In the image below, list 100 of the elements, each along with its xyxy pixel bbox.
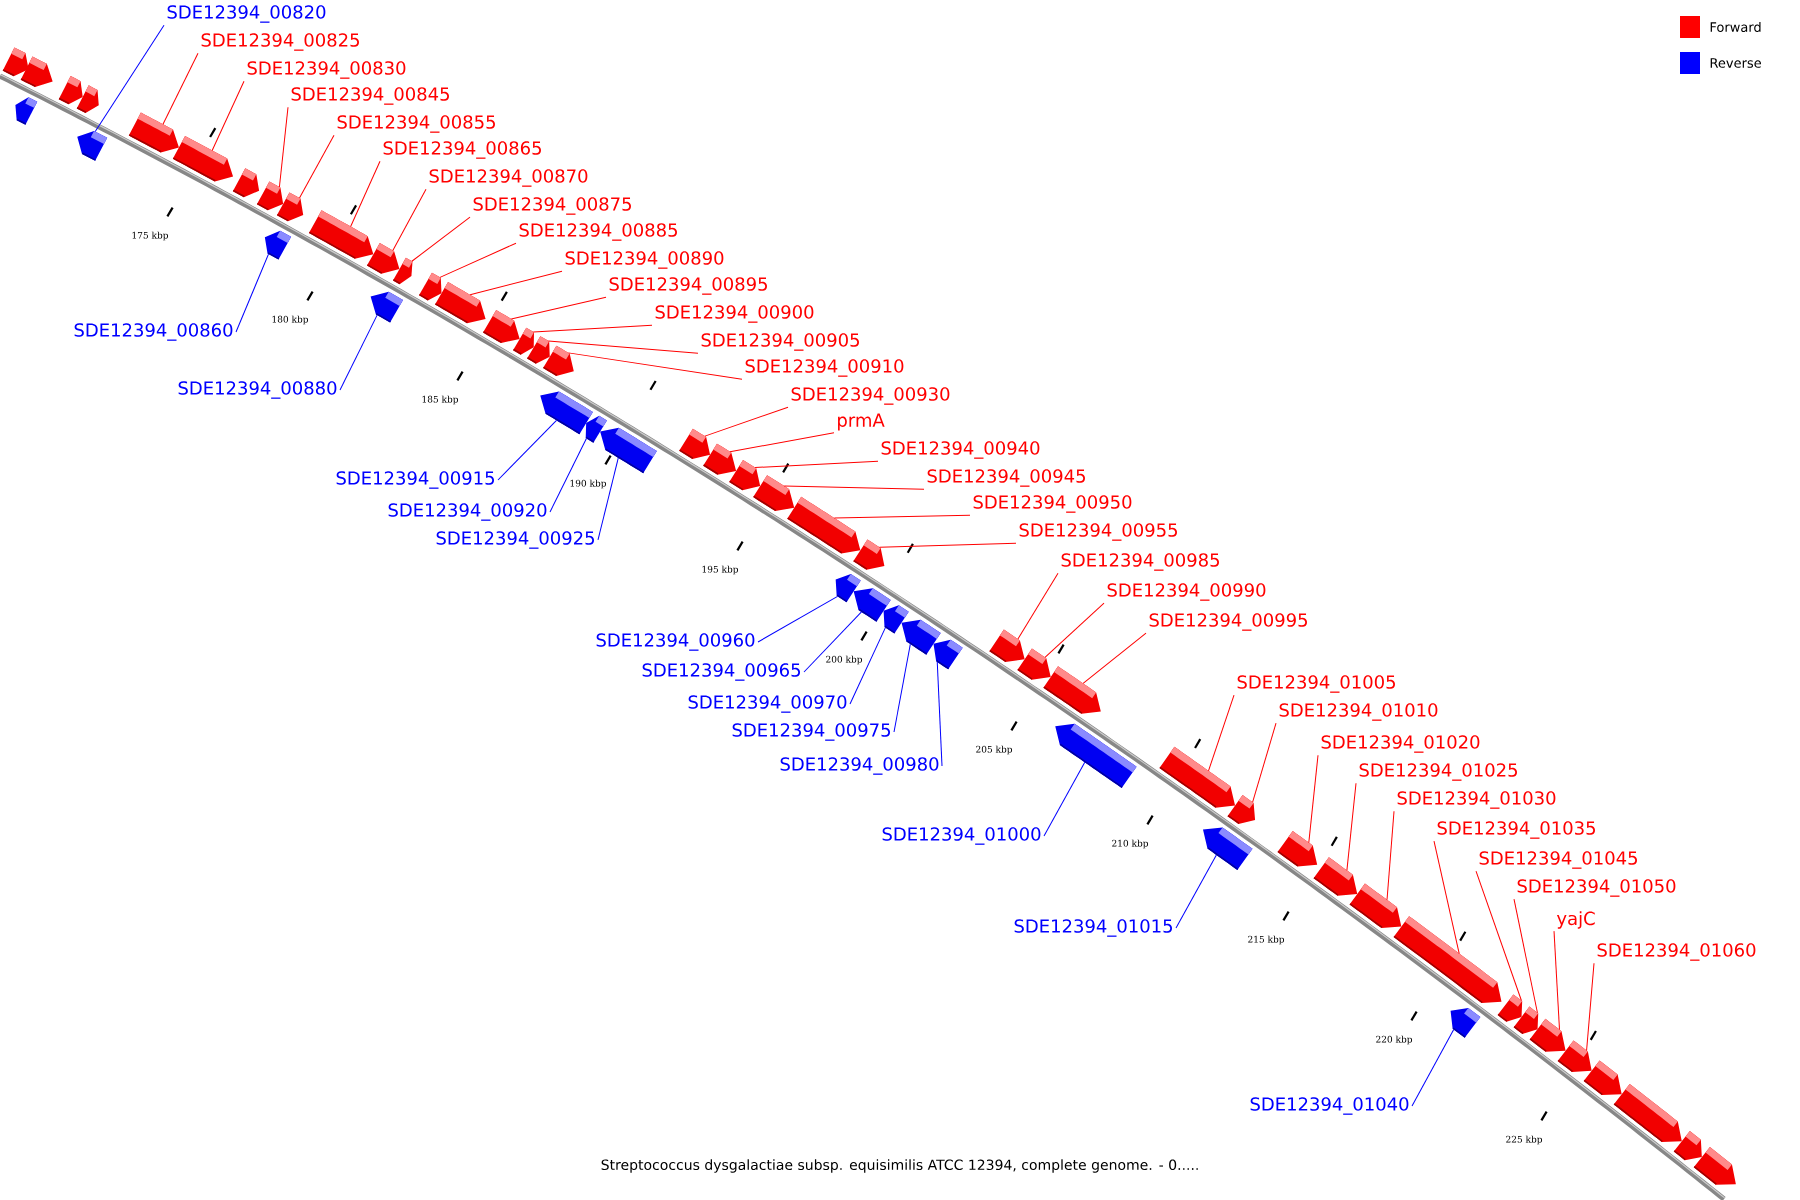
- gene-label: yajC: [1556, 911, 1595, 929]
- gene-block: [852, 539, 885, 570]
- gene-block: [540, 391, 593, 435]
- gene-label: SDE12394_00860: [74, 323, 233, 341]
- leader-line: [936, 661, 943, 767]
- gene-block: [1043, 666, 1101, 714]
- gene-label: SDE12394_00970: [688, 695, 847, 713]
- gene-block: [678, 428, 711, 460]
- gene-block: [1529, 1018, 1566, 1052]
- gene-label: SDE12394_01020: [1321, 735, 1480, 753]
- leader-line: [510, 296, 607, 320]
- leader-line: [299, 134, 335, 199]
- leader-line: [211, 80, 245, 151]
- gene-label: SDE12394_00945: [927, 469, 1085, 487]
- gene-label: SDE12394_00985: [1061, 553, 1219, 571]
- gene-block: [256, 181, 284, 211]
- gene-block: [853, 588, 891, 622]
- gene-block: [933, 639, 963, 670]
- gene-block: [989, 629, 1025, 663]
- leader-line: [1411, 1029, 1455, 1107]
- gene-block: [172, 135, 234, 182]
- leader-line: [597, 457, 619, 541]
- gene-block: [370, 291, 403, 323]
- gene-label: SDE12394_01010: [1279, 703, 1438, 721]
- gene-label: SDE12394_00965: [642, 663, 800, 681]
- leader-line: [1346, 782, 1357, 871]
- gene-block: [1203, 827, 1253, 871]
- gene-block: [1349, 883, 1402, 929]
- leader-line: [497, 419, 557, 481]
- gene-block: [392, 257, 413, 285]
- gene-label: SDE12394_00905: [701, 333, 859, 351]
- gene-block: [600, 427, 657, 474]
- gene-label: SDE12394_00875: [473, 197, 631, 215]
- gene-block: [512, 327, 534, 355]
- leader-line: [729, 432, 835, 453]
- gene-block: [1159, 746, 1236, 808]
- gene-label: SDE12394_01030: [1397, 791, 1556, 809]
- leader-line: [278, 106, 289, 188]
- leader-line: [803, 611, 862, 673]
- gene-block: [1277, 831, 1318, 867]
- leader-line: [1175, 854, 1217, 929]
- leader-line: [350, 160, 381, 228]
- leader-line: [162, 52, 199, 125]
- gene-label: SDE12394_00900: [655, 305, 814, 323]
- gene-block: [2, 47, 29, 77]
- gene-label: SDE12394_00890: [565, 251, 724, 269]
- leader-line: [783, 485, 925, 490]
- gene-block: [1017, 648, 1051, 680]
- gene-block: [1613, 1083, 1682, 1143]
- gene-label: SDE12394_00870: [429, 169, 588, 187]
- gene-block: [1557, 1040, 1592, 1073]
- leader-line: [567, 352, 743, 380]
- leader-line: [1475, 870, 1522, 1001]
- gene-label: SDE12394_00990: [1107, 583, 1266, 601]
- gene-block: [1227, 795, 1256, 825]
- gene-label: SDE12394_01050: [1517, 879, 1676, 897]
- gene-label: SDE12394_00845: [291, 87, 449, 105]
- leader-line: [392, 188, 427, 251]
- leader-line: [704, 406, 789, 437]
- leader-line: [532, 324, 653, 333]
- leader-line: [1044, 602, 1105, 658]
- leader-line: [1043, 761, 1086, 837]
- gene-block: [702, 443, 737, 475]
- gene-block: [77, 130, 108, 161]
- gene-label: SDE12394_01005: [1237, 675, 1395, 693]
- gene-label: SDE12394_00920: [388, 503, 547, 521]
- leader-line: [411, 216, 471, 262]
- leader-line: [339, 314, 378, 391]
- gene-label: SDE12394_00885: [519, 223, 677, 241]
- gene-block: [264, 230, 292, 260]
- gene-block: [434, 282, 486, 324]
- gene-block: [752, 475, 795, 512]
- leader-line: [547, 340, 699, 354]
- gene-block: [128, 112, 179, 153]
- leader-line: [893, 643, 911, 733]
- leader-line: [754, 460, 879, 469]
- leader-line: [549, 437, 587, 513]
- gene-label: SDE12394_01045: [1479, 851, 1637, 869]
- leader-line: [1208, 694, 1235, 772]
- gene-label: SDE12394_00975: [732, 723, 890, 741]
- gene-label: prmA: [838, 413, 885, 431]
- gene-label: SDE12394_01000: [882, 827, 1041, 845]
- gene-block: [1313, 857, 1358, 896]
- leader-line: [94, 24, 165, 133]
- gene-label: SDE12394_00960: [596, 633, 755, 651]
- gene-label: SDE12394_01040: [1250, 1097, 1409, 1115]
- gene-block: [20, 56, 53, 88]
- gene-block: [308, 210, 374, 259]
- gene-block: [418, 272, 442, 301]
- leader-line: [1553, 930, 1560, 1031]
- gene-label: SDE12394_00895: [609, 277, 767, 295]
- gene-block: [1393, 916, 1502, 1004]
- leader-line: [1082, 632, 1147, 684]
- leader-line: [1308, 754, 1319, 844]
- gene-block: [542, 345, 574, 376]
- leader-line: [757, 595, 839, 643]
- leader-line: [1017, 572, 1059, 640]
- gene-label: SDE12394_00925: [436, 531, 594, 549]
- leader-line: [878, 542, 1017, 548]
- gene-label: SDE12394_01015: [1014, 919, 1172, 937]
